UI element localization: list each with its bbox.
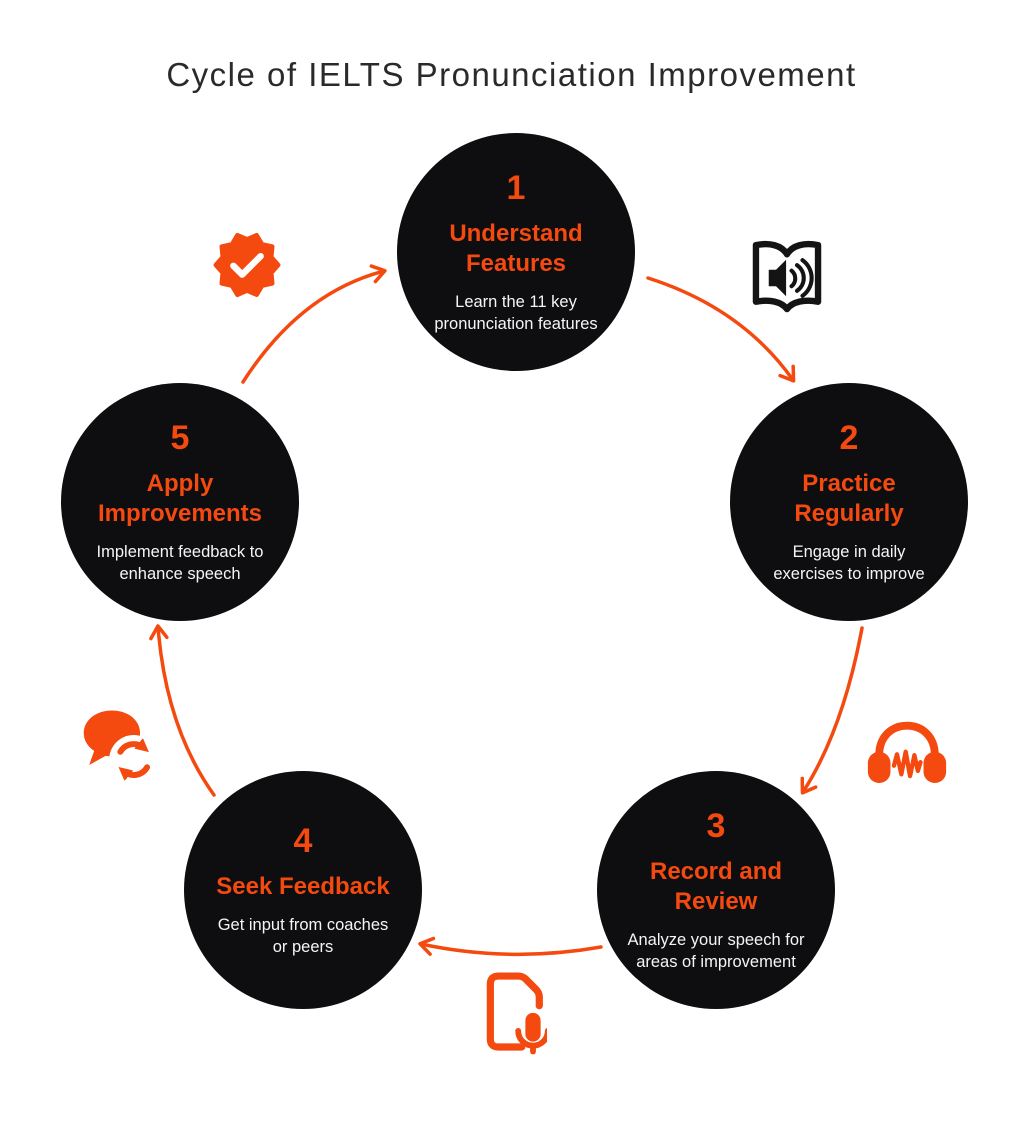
document-microphone-icon xyxy=(475,968,547,1056)
arrow-step4-to-step5 xyxy=(149,624,216,797)
step-description: Engage in daily exercises to improve xyxy=(773,543,925,583)
step-title: Seek Feedback xyxy=(216,873,390,901)
step-circle-5: 5 Apply Improvements Implement feedback … xyxy=(61,383,299,621)
step-number: 1 xyxy=(506,169,526,208)
step-number: 2 xyxy=(839,419,859,458)
step-title: Practice Regularly xyxy=(794,470,904,528)
step-number: 4 xyxy=(293,822,313,861)
verified-check-badge-icon xyxy=(213,231,281,299)
step-description: Analyze your speech for areas of improve… xyxy=(627,931,805,971)
step-circle-3: 3 Record and Review Analyze your speech … xyxy=(597,771,835,1009)
audiobook-speaker-icon xyxy=(743,236,831,320)
arrow-step2-to-step3 xyxy=(800,626,864,795)
step-title: Understand Features xyxy=(449,220,583,278)
step-number: 3 xyxy=(706,807,726,846)
step-number: 5 xyxy=(170,419,190,458)
step-description: Implement feedback to enhance speech xyxy=(96,543,264,583)
page-title: Cycle of IELTS Pronunciation Improvement xyxy=(166,56,857,93)
step-circle-2: 2 Practice Regularly Engage in daily exe… xyxy=(730,383,968,621)
step-circle-4: 4 Seek Feedback Get input from coaches o… xyxy=(184,771,422,1009)
arrow-step3-to-step4 xyxy=(418,936,603,957)
step-title: Apply Improvements xyxy=(97,470,263,528)
step-description: Learn the 11 key pronunciation features xyxy=(434,293,598,333)
headphones-waveform-icon xyxy=(865,710,949,790)
step-circle-1: 1 Understand Features Learn the 11 key p… xyxy=(397,133,635,371)
step-title: Record and Review xyxy=(649,858,783,916)
chat-refresh-icon xyxy=(77,705,165,785)
step-description: Get input from coaches or peers xyxy=(217,916,389,956)
